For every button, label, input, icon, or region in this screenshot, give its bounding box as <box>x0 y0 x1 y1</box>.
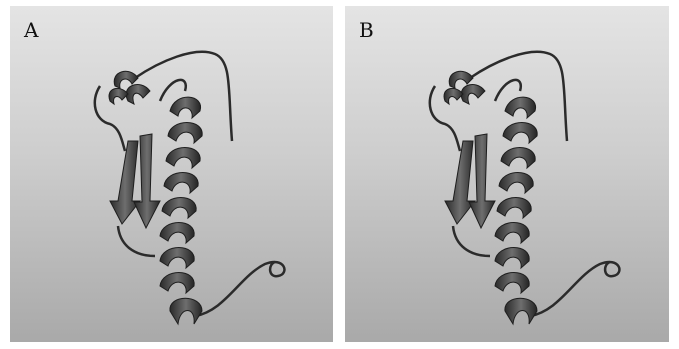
panel-b: B <box>345 6 669 342</box>
beta-strand-2 <box>134 134 160 228</box>
beta-strand-2 <box>469 134 495 228</box>
loop-lower-left <box>453 226 490 256</box>
panel-a: A <box>10 6 333 342</box>
protein-ribbon-structure-a <box>10 6 333 342</box>
loop-c-terminal <box>195 262 284 316</box>
loop-lower-left <box>118 226 155 256</box>
long-helix <box>160 97 202 324</box>
beta-strand-1 <box>110 141 140 224</box>
beta-strand-1 <box>445 141 475 224</box>
long-helix <box>495 97 537 324</box>
protein-ribbon-structure-b <box>345 6 669 342</box>
short-helix <box>109 71 150 104</box>
loop-c-terminal <box>530 262 619 316</box>
short-helix <box>444 71 485 104</box>
